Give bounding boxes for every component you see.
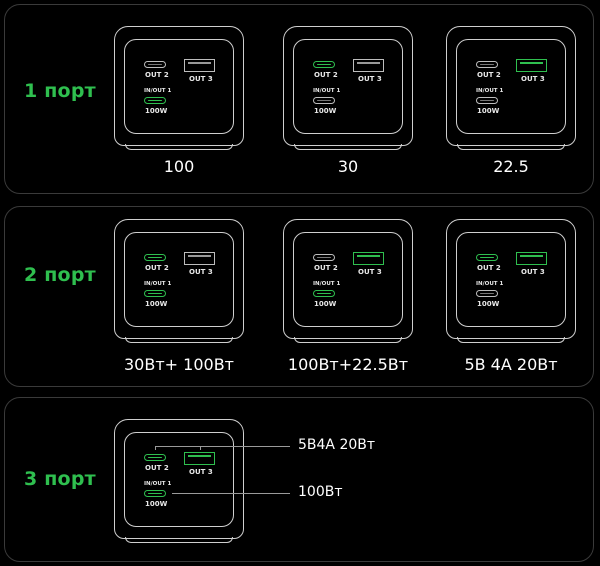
out3-label: OUT 3 (189, 268, 213, 276)
panel-3-port (4, 397, 594, 562)
out3-label: OUT 3 (189, 75, 213, 83)
power-100w-label: 100W (477, 107, 500, 115)
device-r2-d1: OUT 2 OUT 3 IN/OUT 1 100W (114, 219, 244, 343)
power-100w-label: 100W (314, 300, 337, 308)
callout-tick-out2 (155, 446, 156, 450)
row-label-1-port: 1 порт (24, 80, 96, 102)
inout1-label: IN/OUT 1 (313, 88, 341, 94)
device-face (293, 232, 403, 327)
callout-text-inout1: 100Вт (298, 484, 343, 500)
usb-c-port-inout1 (313, 290, 335, 297)
inout1-label: IN/OUT 1 (313, 281, 341, 287)
out2-label: OUT 2 (145, 71, 169, 79)
out2-label: OUT 2 (314, 71, 338, 79)
caption-r1-d3: 22.5 (493, 157, 529, 176)
device-face (456, 39, 566, 134)
caption-r1-d2: 30 (337, 157, 359, 176)
device-r1-d1: OUT 2 OUT 3 IN/OUT 1 100W (114, 26, 244, 150)
usb-a-port-out3 (184, 252, 215, 265)
usb-c-port-inout1 (144, 97, 166, 104)
power-100w-label: 100W (145, 500, 168, 508)
out3-label: OUT 3 (189, 468, 213, 476)
row-label-3-port: 3 порт (24, 468, 96, 490)
out2-label: OUT 2 (477, 264, 501, 272)
usb-a-port-out3 (353, 252, 384, 265)
device-face (124, 39, 234, 134)
callout-line-out2-out3 (155, 446, 290, 447)
out2-label: OUT 2 (477, 71, 501, 79)
usb-c-port-out2 (313, 254, 335, 261)
usb-a-port-out3 (184, 452, 215, 465)
caption-r1-d1: 100 (163, 157, 195, 176)
usb-c-port-out2 (144, 61, 166, 68)
out2-label: OUT 2 (145, 264, 169, 272)
caption-r2-d1: 30Вт+ 100Вт (124, 355, 234, 374)
usb-a-port-out3 (184, 59, 215, 72)
callout-line-inout1 (172, 493, 290, 494)
usb-c-port-out2 (144, 454, 166, 461)
row-label-2-port: 2 порт (24, 264, 96, 286)
usb-a-port-out3 (516, 59, 547, 72)
inout1-label: IN/OUT 1 (476, 281, 504, 287)
power-100w-label: 100W (314, 107, 337, 115)
usb-c-port-inout1 (476, 290, 498, 297)
out3-label: OUT 3 (521, 75, 545, 83)
power-100w-label: 100W (477, 300, 500, 308)
callout-tick-out3 (200, 446, 201, 450)
caption-r2-d2: 100Вт+22.5Вт (287, 355, 409, 374)
device-face (124, 432, 234, 527)
out3-label: OUT 3 (358, 75, 382, 83)
device-r3-d1: OUT 2 OUT 3 IN/OUT 1 100W (114, 419, 244, 543)
inout1-label: IN/OUT 1 (144, 481, 172, 487)
device-face (293, 39, 403, 134)
usb-c-port-inout1 (313, 97, 335, 104)
power-100w-label: 100W (145, 107, 168, 115)
usb-c-port-out2 (144, 254, 166, 261)
device-face (124, 232, 234, 327)
device-r1-d2: OUT 2 OUT 3 IN/OUT 1 100W (283, 26, 413, 150)
device-face (456, 232, 566, 327)
power-100w-label: 100W (145, 300, 168, 308)
out3-label: OUT 3 (521, 268, 545, 276)
out2-label: OUT 2 (145, 464, 169, 472)
usb-c-port-out2 (313, 61, 335, 68)
usb-c-port-out2 (476, 61, 498, 68)
out3-label: OUT 3 (358, 268, 382, 276)
usb-c-port-inout1 (144, 290, 166, 297)
callout-text-out2-out3: 5В4А 20Вт (298, 437, 376, 453)
usb-c-port-inout1 (476, 97, 498, 104)
usb-c-port-inout1 (144, 490, 166, 497)
device-r1-d3: OUT 2 OUT 3 IN/OUT 1 100W (446, 26, 576, 150)
device-r2-d3: OUT 2 OUT 3 IN/OUT 1 100W (446, 219, 576, 343)
usb-a-port-out3 (353, 59, 384, 72)
device-r2-d2: OUT 2 OUT 3 IN/OUT 1 100W (283, 219, 413, 343)
usb-a-port-out3 (516, 252, 547, 265)
inout1-label: IN/OUT 1 (144, 281, 172, 287)
usb-c-port-out2 (476, 254, 498, 261)
caption-r2-d3: 5В 4А 20Вт (464, 355, 558, 374)
inout1-label: IN/OUT 1 (144, 88, 172, 94)
inout1-label: IN/OUT 1 (476, 88, 504, 94)
out2-label: OUT 2 (314, 264, 338, 272)
